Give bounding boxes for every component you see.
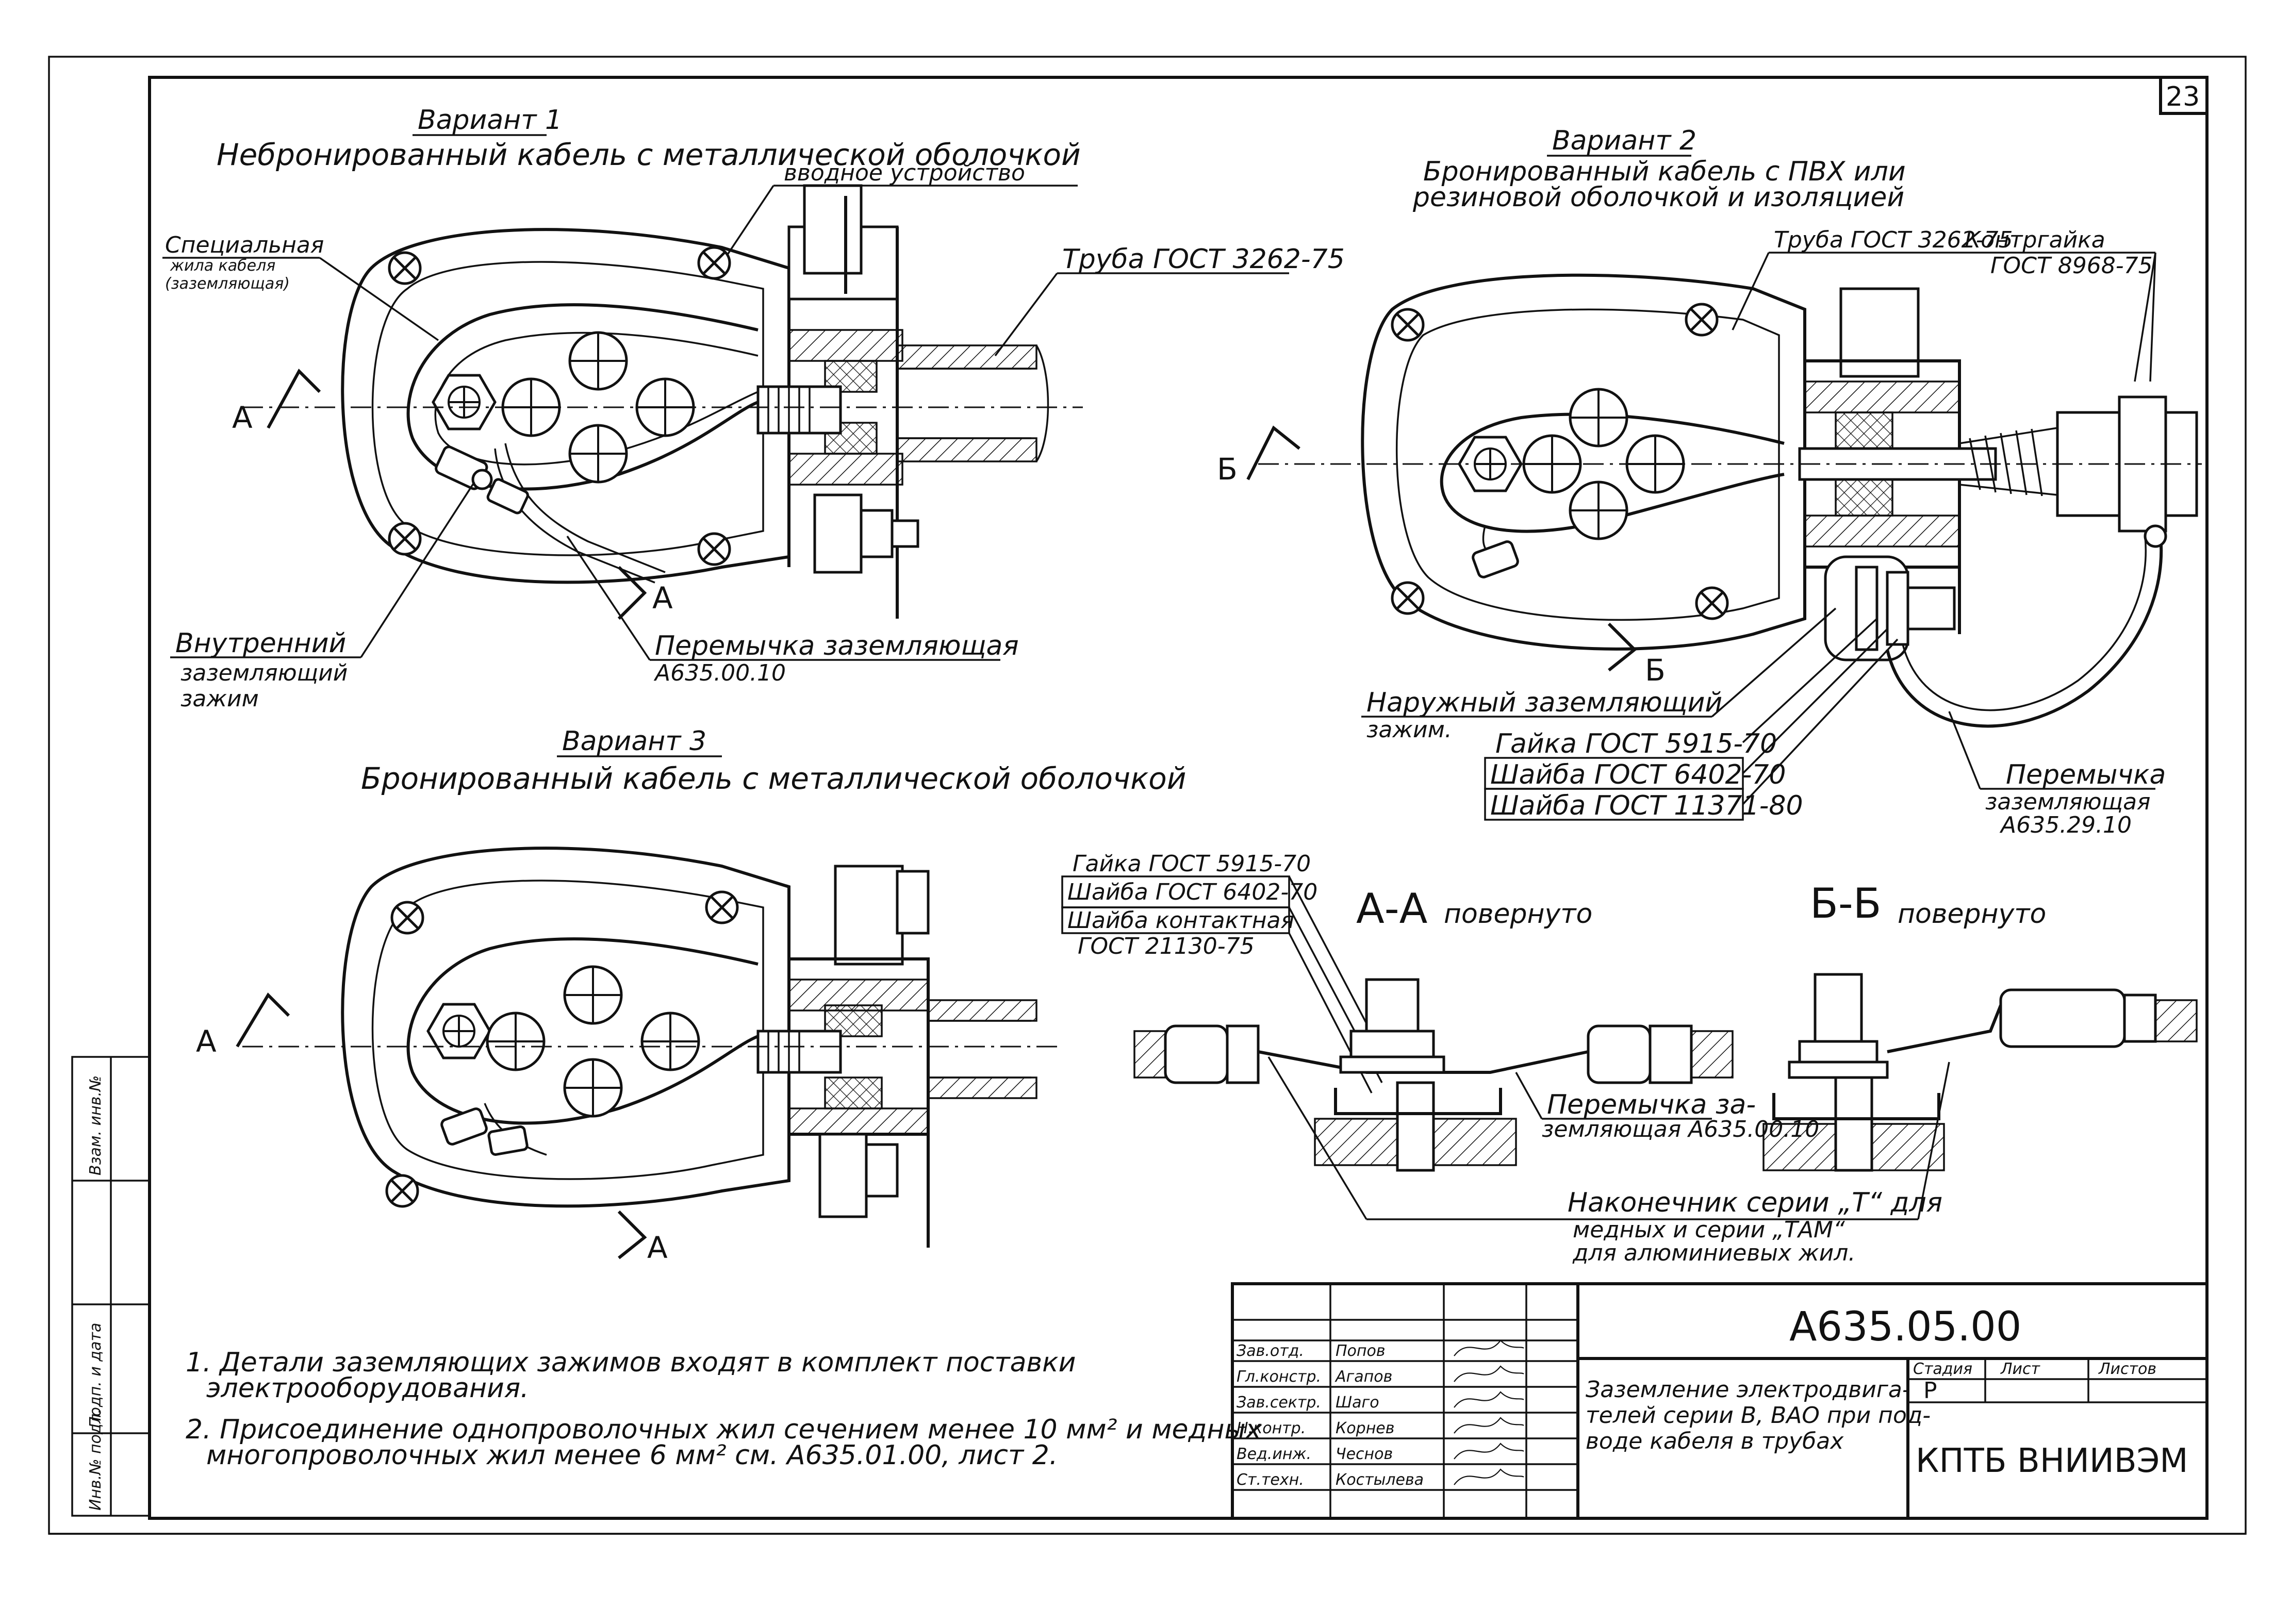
variant2-locknut-callout-2: ГОСТ 8968-75	[1990, 253, 2153, 279]
note-2-line-1: 2. Присоединение однопроволочных жил сеч…	[186, 1414, 1262, 1445]
stamp-description-2: телей серии В, ВАО при под-	[1586, 1402, 1931, 1429]
variant1-core-callout-1: Специальная	[165, 232, 324, 258]
margin-inventory-label: Инв.№ подл.	[87, 1409, 105, 1511]
variant2-part-washer-2: Шайба ГОСТ 11371-80	[1490, 790, 1803, 821]
variant2-group: Вариант 2 Бронированный кабель с ПВХ или…	[1217, 125, 2202, 838]
variant1-heading: Вариант 1	[418, 105, 562, 136]
variant1-section-a-bottom: А	[652, 581, 673, 616]
variant2-title-1: Бронированный кабель с ПВХ или	[1423, 156, 1906, 187]
parts-washer: Шайба ГОСТ 6402-70	[1067, 879, 1317, 905]
stamp-sheets-header: Листов	[2098, 1360, 2156, 1378]
left-margin-stamp: Инв.№ подл. Подп. и дата Взам. инв.№	[71, 1056, 151, 1517]
jumper-aa-callout-1: Перемычка за-	[1547, 1089, 1756, 1120]
variant3-title: Бронированный кабель с металлической обо…	[361, 761, 1186, 796]
variant1-title: Небронированный кабель с металлической о…	[217, 137, 1081, 172]
variant2-outer-callout-2: зажим.	[1366, 717, 1452, 743]
lug-note-3: для алюминиевых жил.	[1572, 1240, 1855, 1266]
notes-block: 1. Детали заземляющих зажимов входят в к…	[186, 1347, 1262, 1471]
parts-contact-washer-gost: ГОСТ 21130-75	[1078, 933, 1255, 959]
note-2-line-2: многопроволочных жил менее 6 мм² см. А63…	[206, 1440, 1058, 1471]
variant2-part-washer-1: Шайба ГОСТ 6402-70	[1490, 759, 1786, 790]
variant2-jumper-callout-2: заземляющая	[1985, 789, 2151, 815]
role-0: Зав.отд.	[1237, 1342, 1304, 1360]
stamp-code: А635.05.00	[1789, 1304, 2021, 1350]
name-2: Шаго	[1336, 1394, 1379, 1412]
name-5: Костылева	[1336, 1471, 1424, 1489]
variant2-jumper-callout-3: А635.29.10	[1999, 812, 2132, 838]
variant1-inner-callout-1: Внутренний	[175, 628, 346, 659]
section-aa: А-А повернуто Перемычка за- земляющая А6…	[1133, 885, 1819, 1172]
title-block-rows	[1232, 1360, 1578, 1491]
role-3: Н.контр.	[1237, 1419, 1306, 1437]
variant1-jumper-callout-2: А635.00.10	[653, 660, 786, 686]
sheet-number-box	[2159, 76, 2209, 115]
variant3-section-a-left: А	[196, 1024, 217, 1059]
lug-note: Наконечник серии „Т“ для медных и серии …	[1267, 1056, 1950, 1266]
section-aa-note: повернуто	[1444, 899, 1592, 930]
stamp-description-3: воде кабеля в трубах	[1586, 1428, 1844, 1454]
variant1-group: Вариант 1 Небронированный кабель с метал…	[162, 105, 1345, 712]
variant1-pipe-callout: Труба ГОСТ 3262-75	[1062, 244, 1345, 275]
variant2-locknut-callout-1: Контргайка	[1965, 227, 2105, 253]
stamp-stage-value: Р	[1923, 1378, 1937, 1404]
section-aa-label: А-А	[1356, 885, 1428, 933]
note-1-line-2: электрооборудования.	[206, 1373, 529, 1404]
lug-note-2: медных и серии „ТАМ“	[1573, 1217, 1845, 1243]
section-bb-label: Б-Б	[1810, 880, 1882, 927]
variant1-core-callout-2: жила кабеля	[170, 257, 275, 275]
role-5: Ст.техн.	[1237, 1471, 1304, 1489]
note-1-line-1: 1. Детали заземляющих зажимов входят в к…	[186, 1347, 1076, 1378]
variant1-inner-callout-2: заземляющий	[180, 660, 348, 686]
inner-frame	[148, 76, 2209, 1520]
variant2-jumper-callout-1: Перемычка	[2006, 759, 2166, 790]
margin-replacement-label: Взам. инв.№	[87, 1075, 105, 1175]
signatures	[1454, 1339, 1524, 1485]
stamp-organization: КПТБ ВНИИВЭМ	[1916, 1442, 2188, 1480]
name-4: Чеснов	[1336, 1445, 1393, 1463]
variant3-heading: Вариант 3	[562, 726, 706, 757]
section-bb: Б-Б повернуто	[1762, 880, 2198, 1172]
variant3-section-a-bottom: А	[647, 1230, 668, 1265]
name-1: Агапов	[1334, 1368, 1392, 1386]
variant2-section-b-left: Б	[1217, 452, 1238, 487]
parts-contact-washer: Шайба контактная	[1067, 907, 1294, 934]
variant3-group: Вариант 3 Бронированный кабель с металли…	[196, 726, 1186, 1265]
stamp-description-1: Заземление электродвига-	[1586, 1377, 1910, 1403]
margin-signature-label: Подп. и дата	[87, 1323, 105, 1428]
variant2-pipe-callout: Труба ГОСТ 3262-75	[1774, 227, 2013, 253]
stamp-stage-header: Стадия	[1913, 1360, 1972, 1378]
variant1-inner-callout-3: зажим	[180, 686, 259, 712]
variant1-entry-callout: вводное устройство	[784, 160, 1025, 186]
variant1-core-callout-3: (заземляющая)	[165, 275, 290, 293]
variant2-heading: Вариант 2	[1552, 125, 1696, 156]
role-1: Гл.констр.	[1237, 1368, 1321, 1386]
title-block: Зав.отд. Гл.констр. Зав.сектр. Н.контр. …	[1231, 1282, 2209, 1520]
variant2-section-b-bottom: Б	[1645, 653, 1666, 688]
role-4: Вед.инж.	[1237, 1445, 1311, 1463]
variant1-section-a-left: А	[232, 400, 253, 435]
lug-note-1: Наконечник серии „Т“ для	[1568, 1187, 1942, 1218]
name-3: Корнев	[1336, 1419, 1394, 1437]
sheet-number: 23	[2166, 81, 2200, 112]
variant1-jumper-callout-1: Перемычка заземляющая	[655, 631, 1019, 661]
variant2-outer-callout-1: Наружный заземляющий	[1366, 687, 1722, 718]
variant2-title-2: резиновой оболочкой и изоляцией	[1412, 182, 1904, 213]
name-0: Попов	[1336, 1342, 1386, 1360]
parts-nut: Гайка ГОСТ 5915-70	[1073, 851, 1311, 877]
variant2-part-nut: Гайка ГОСТ 5915-70	[1495, 728, 1777, 759]
variant2-parts-list: Гайка ГОСТ 5915-70 Шайба ГОСТ 6402-70 Ша…	[1484, 618, 1899, 821]
section-bb-note: повернуто	[1898, 899, 2046, 930]
stamp-sheet-header: Лист	[2000, 1360, 2041, 1378]
role-2: Зав.сектр.	[1237, 1394, 1321, 1412]
